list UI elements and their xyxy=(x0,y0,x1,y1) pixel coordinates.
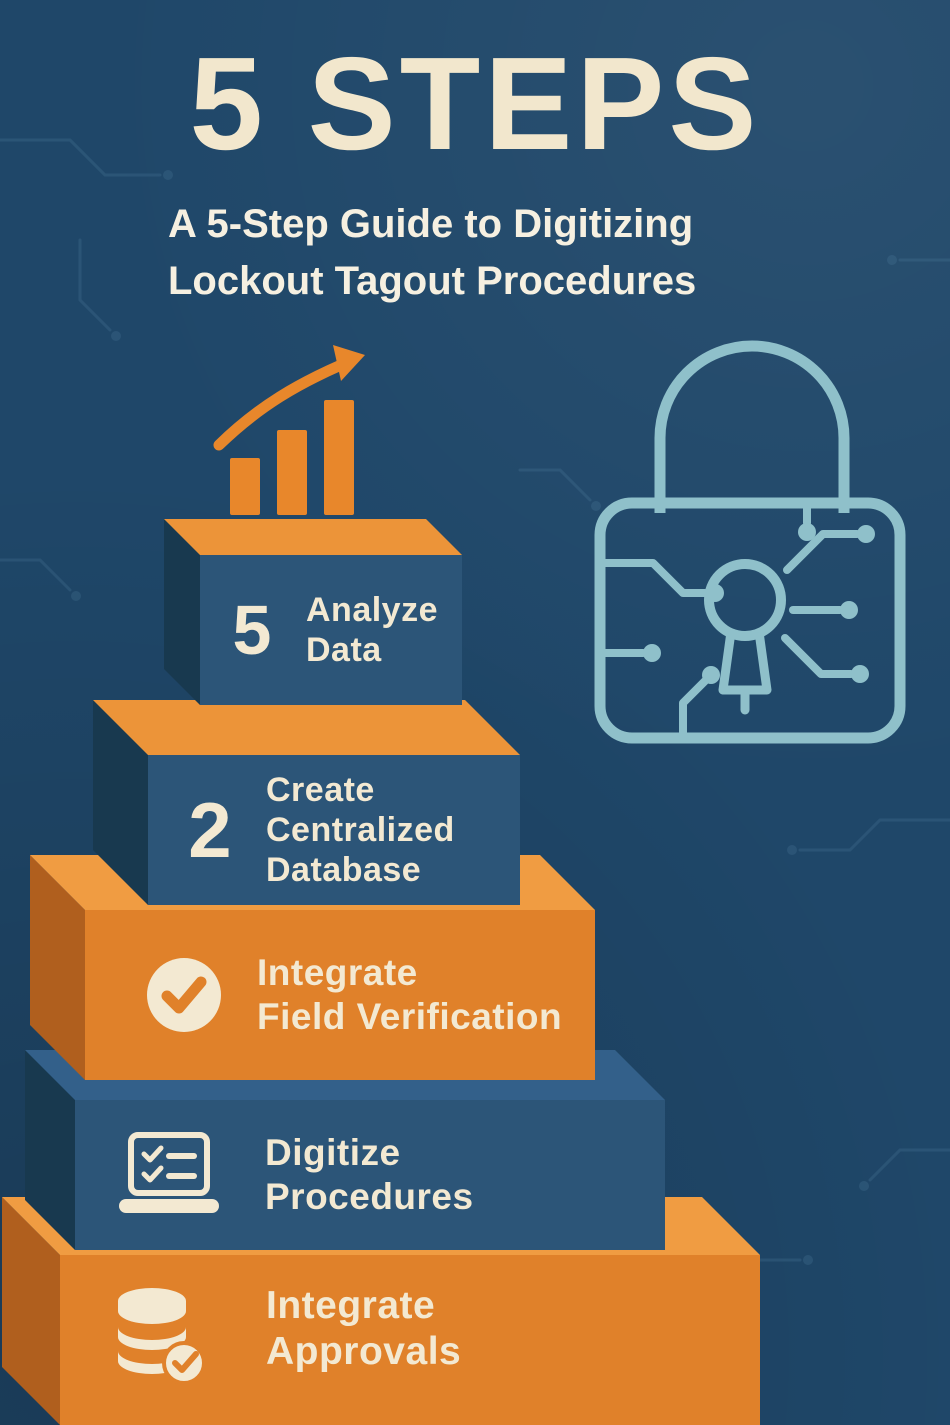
step-title-line: Create xyxy=(266,770,375,809)
growth-bar-chart-icon xyxy=(213,345,365,515)
block-top-face xyxy=(93,700,520,755)
block-side-face xyxy=(164,519,200,705)
subtitle-line: Lockout Tagout Procedures xyxy=(168,258,697,303)
subtitle-line: A 5-Step Guide to Digitizing xyxy=(168,202,694,246)
circuit-padlock-icon xyxy=(594,340,906,744)
page-title: 5 STEPS xyxy=(189,30,761,177)
step-number: 5 xyxy=(232,591,272,669)
step-title-line: Field Verification xyxy=(257,996,563,1037)
step-title-line: Integrate xyxy=(266,1284,436,1327)
block-front-face: Digitize Procedures xyxy=(75,1100,665,1250)
step-title-line: Digitize xyxy=(265,1132,401,1174)
block-front-face: 2 Create Centralized Database xyxy=(148,755,520,905)
check-circle-icon xyxy=(145,956,223,1034)
step-title-line: Approvals xyxy=(266,1330,462,1374)
laptop-checklist-icon xyxy=(117,1131,221,1219)
block-front-face: Integrate Field Verification xyxy=(85,910,595,1080)
block-front-face: Integrate Approvals xyxy=(60,1255,760,1425)
step-title-line: Database xyxy=(266,851,422,890)
step-title-line: Analyze xyxy=(306,590,438,629)
block-front-face: 5 Analyze Data xyxy=(200,555,462,705)
block-top-face xyxy=(164,519,462,555)
step-title: Integrate Field Verification xyxy=(257,951,562,1038)
step-title: Create Centralized Database xyxy=(266,770,455,890)
step-title: Digitize Procedures xyxy=(265,1131,474,1218)
step-title-line: Centralized xyxy=(266,810,455,849)
page-subtitle: A 5-Step Guide to Digitizing Lockout Tag… xyxy=(168,196,696,310)
step-title-line: Procedures xyxy=(265,1176,474,1217)
step-title-line: Data xyxy=(306,631,382,669)
database-check-icon xyxy=(108,1283,212,1387)
step-number: 2 xyxy=(188,785,232,874)
step-title-line: Integrate xyxy=(257,952,418,994)
step-title: Analyze Data xyxy=(306,590,438,670)
step-title: Integrate Approvals xyxy=(266,1283,461,1375)
